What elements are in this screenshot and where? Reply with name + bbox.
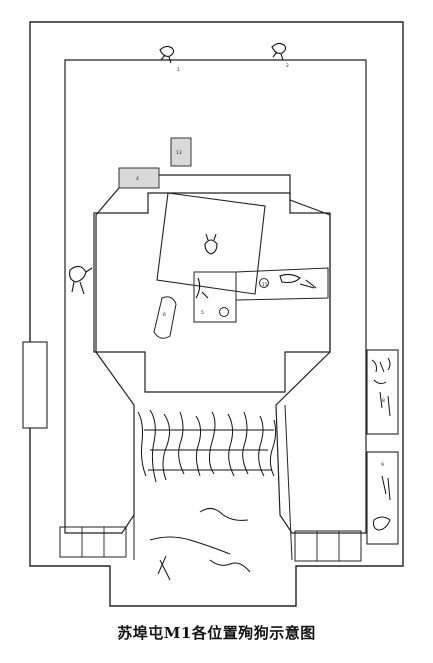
dog-remains-top-right [271, 42, 287, 61]
dog-remains-mass-burial [137, 409, 277, 483]
label-corridor-dog: 15 [262, 282, 268, 288]
right-step-box [294, 530, 362, 562]
waist-pit-13 [170, 137, 192, 167]
label-side-panel-lower: 9 [381, 462, 384, 468]
dog-remains-corridor [279, 273, 317, 289]
label-top-right: 2 [286, 63, 289, 69]
marker-circle-left [219, 307, 229, 317]
upper-pit-4 [118, 167, 160, 189]
dog-remains-side-lower [373, 475, 391, 531]
label-upper-pit: 4 [136, 176, 139, 182]
label-side-panel-upper: 8 [382, 398, 385, 404]
label-chamber-oval: 6 [163, 312, 166, 318]
figure-caption: 苏埠屯M1各位置殉狗示意图 [117, 624, 316, 642]
outer-tomb-outline [29, 21, 404, 607]
dog-remains-top-left [159, 45, 175, 64]
oval-niche-6 [153, 296, 177, 339]
marker-circle-corridor [259, 278, 269, 288]
label-left-pit: 5 [201, 310, 204, 316]
side-panel-upper [366, 349, 399, 435]
dog-remains-left-ledge [69, 265, 93, 295]
dog-remains-side-upper [371, 357, 391, 417]
coffin-box [156, 192, 266, 295]
left-ledge [22, 341, 48, 429]
lower-box [193, 271, 237, 323]
ramp-right-edge [284, 404, 293, 561]
label-top-left: 1 [177, 67, 180, 73]
dog-remains-chamber [195, 233, 218, 299]
inner-pit-outline [64, 59, 367, 534]
east-corridor [235, 267, 329, 301]
dog-remains-ramp [149, 508, 251, 581]
left-step-box [59, 526, 127, 558]
cruciform-chamber [93, 192, 331, 393]
label-waist-pit: 13 [176, 150, 182, 156]
